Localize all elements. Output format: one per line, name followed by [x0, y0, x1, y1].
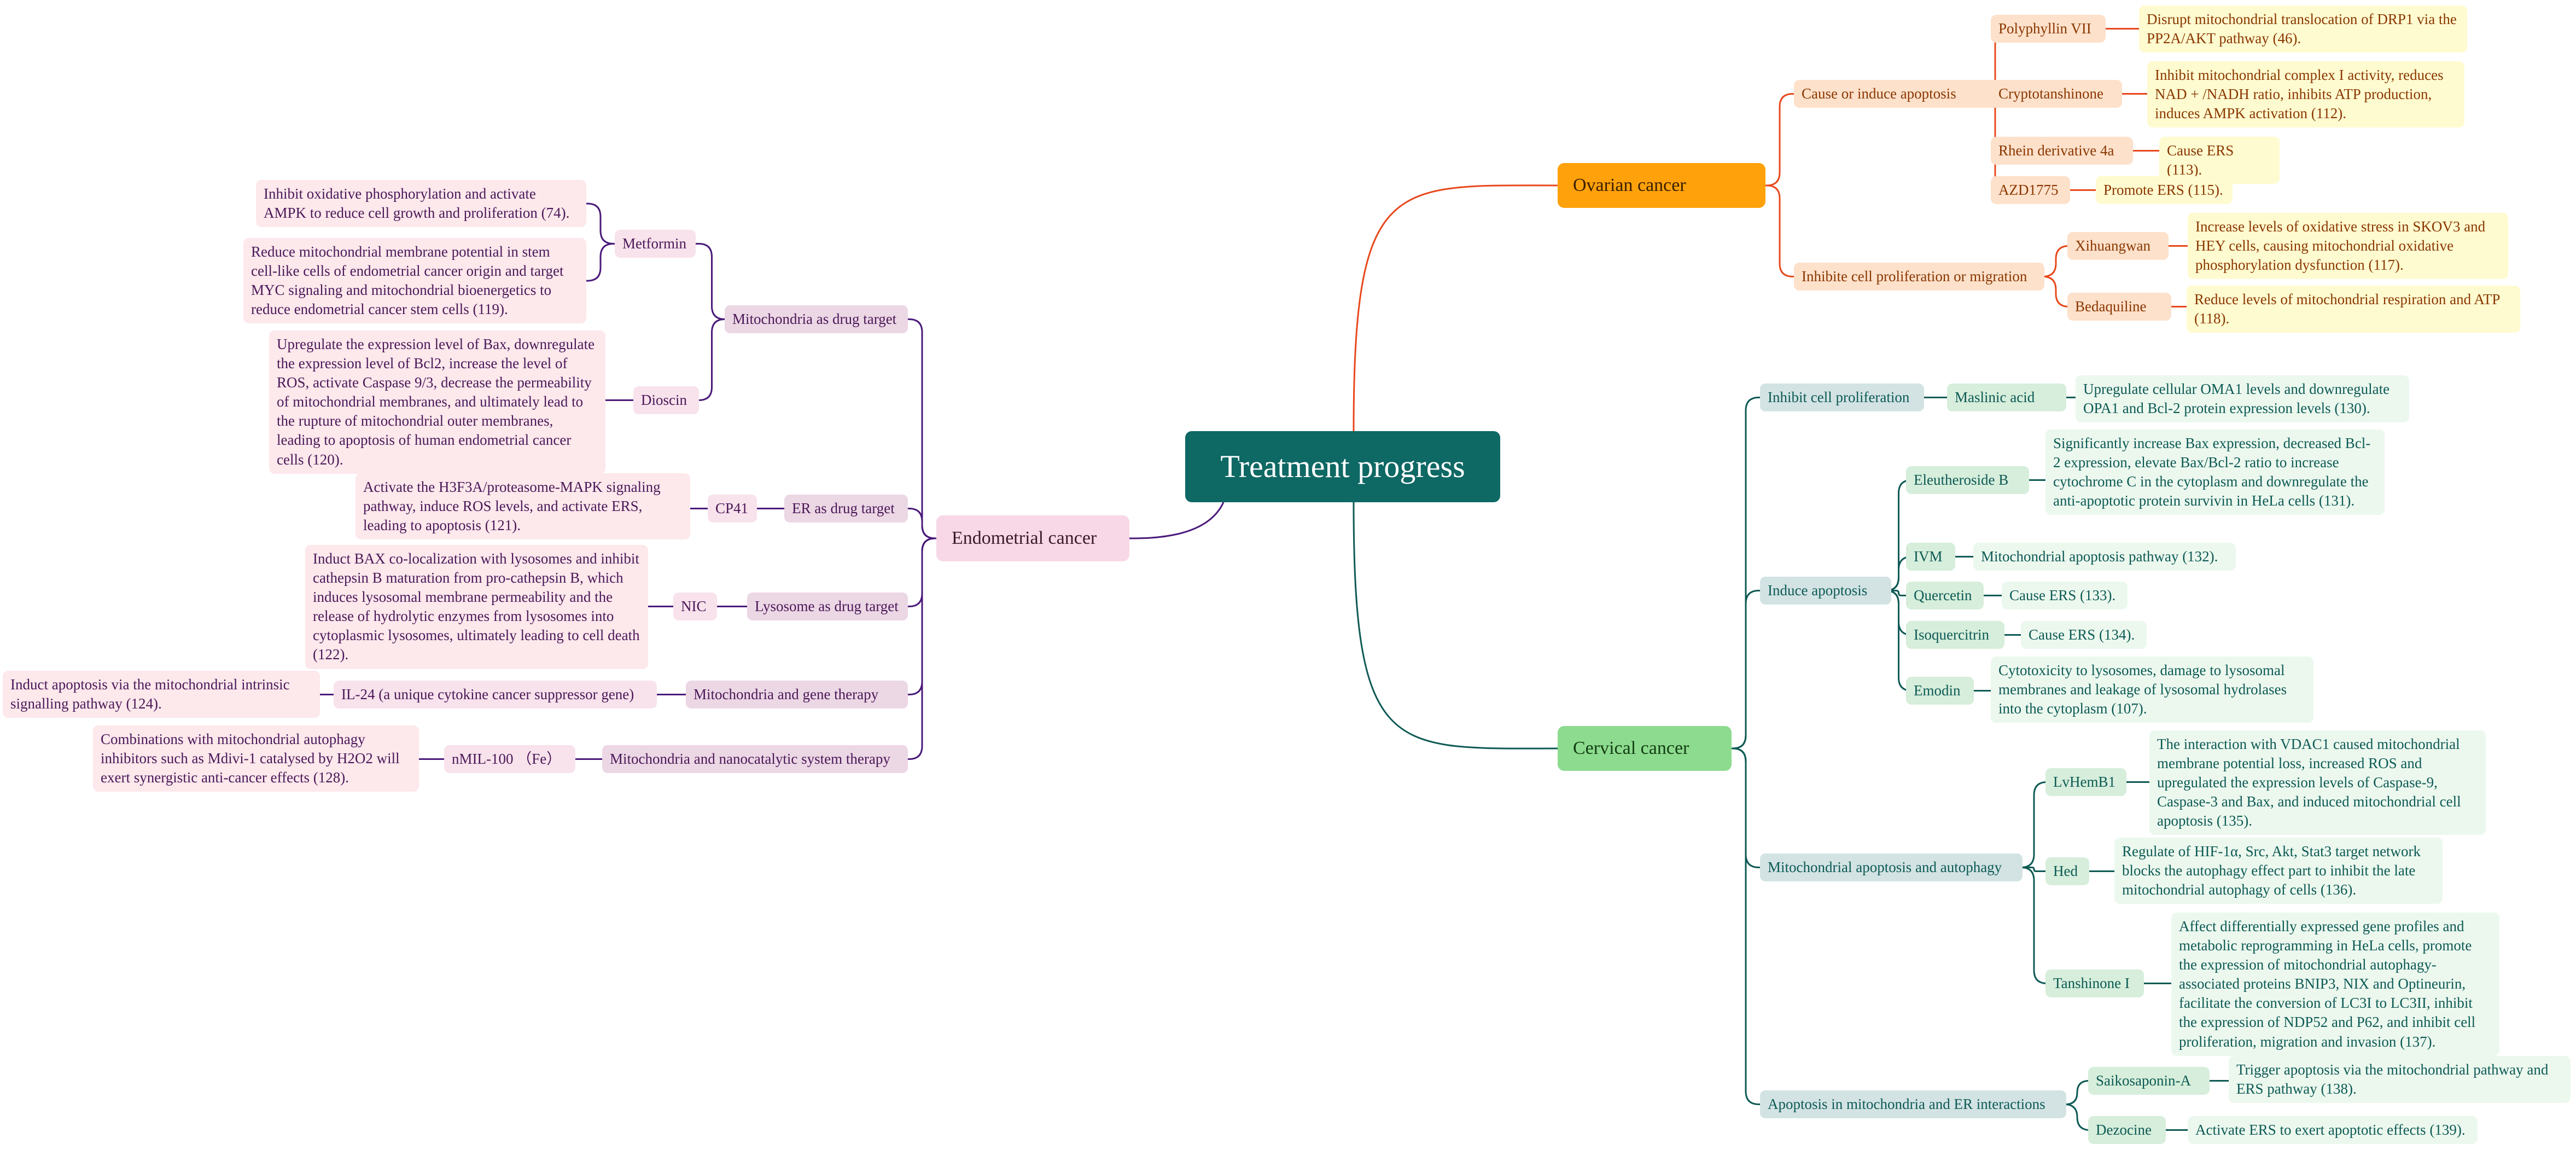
drug-cp41[interactable]: CP41	[708, 495, 757, 523]
effect-polyphyllin-vii: Disrupt mitochondrial translocation of D…	[2139, 5, 2467, 53]
effect-maslinic-acid: Upregulate cellular OMA1 levels and down…	[2076, 375, 2409, 423]
connector-9	[2042, 245, 2070, 278]
effect-nmil-100: Combinations with mitochondrial autophag…	[93, 725, 419, 792]
connector-18	[1732, 590, 1760, 750]
drug-nic[interactable]: NIC	[673, 593, 717, 621]
ovarian-branch-proliferation[interactable]: Inhibite cell proliferation or migration	[1794, 263, 2044, 291]
effect-nic: Induct BAX co-localization with lysosome…	[305, 545, 648, 669]
connector-50	[586, 202, 615, 245]
drug-emodin[interactable]: Emodin	[1906, 677, 1974, 705]
drug-dezocine[interactable]: Dezocine	[2088, 1116, 2166, 1145]
connector-48	[696, 243, 725, 321]
effect-metformin-1: Inhibit oxidative phosphorylation and ac…	[256, 180, 586, 228]
connector-3	[1765, 93, 1794, 187]
connector-30	[2065, 1080, 2089, 1106]
connector-29	[2020, 867, 2048, 985]
ovarian-branch-apoptosis[interactable]: Cause or induce apoptosis	[1794, 80, 2000, 108]
drug-saikosaponin-a[interactable]: Saikosaponin-A	[2088, 1067, 2210, 1095]
effect-hed: Regulate of HIF-1α, Src, Akt, Stat3 targ…	[2114, 838, 2443, 904]
cervical-branch-apoptosis[interactable]: Induce apoptosis	[1760, 577, 1891, 605]
cervical-cancer-node[interactable]: Cervical cancer	[1558, 726, 1732, 771]
connector-4	[1765, 184, 1794, 278]
connector-47	[908, 537, 936, 760]
effect-quercetin: Cause ERS (133).	[2002, 582, 2128, 610]
effect-dioscin: Upregulate the expression level of Bax, …	[269, 330, 605, 474]
endo-branch-gene-therapy[interactable]: Mitochondria and gene therapy	[686, 681, 908, 709]
endo-branch-er-target[interactable]: ER as drug target	[784, 495, 908, 523]
connector-49	[698, 318, 725, 402]
drug-lvhemb1[interactable]: LvHemB1	[2045, 768, 2126, 797]
drug-ivm[interactable]: IVM	[1906, 543, 1955, 571]
drug-quercetin[interactable]: Quercetin	[1906, 582, 1984, 610]
drug-xihuangwan[interactable]: Xihuangwan	[2067, 232, 2169, 260]
connector-31	[2064, 1103, 2090, 1131]
effect-cryptotanshinone: Inhibit mitochondrial complex I activity…	[2147, 61, 2464, 128]
connector-20	[1732, 747, 1760, 1106]
connector-44	[908, 508, 936, 539]
endo-branch-mitochondria-target[interactable]: Mitochondria as drug target	[725, 305, 908, 334]
drug-azd1775[interactable]: AZD1775	[1991, 176, 2070, 205]
drug-eleutheroside-b[interactable]: Eleutheroside B	[1906, 466, 2029, 495]
drug-isoquercitrin[interactable]: Isoquercitrin	[1906, 621, 2004, 649]
drug-bedaquiline[interactable]: Bedaquiline	[2067, 293, 2171, 321]
ovarian-cancer-node[interactable]: Ovarian cancer	[1558, 163, 1765, 208]
connector-43	[908, 318, 936, 539]
drug-maslinic-acid[interactable]: Maslinic acid	[1947, 384, 2066, 412]
effect-bedaquiline: Reduce levels of mitochondrial respirati…	[2187, 286, 2520, 333]
effect-ivm: Mitochondrial apoptosis pathway (132).	[1973, 543, 2236, 571]
connector-27	[2020, 781, 2048, 869]
effect-tanshinone-i: Affect differentially expressed gene pro…	[2171, 913, 2499, 1056]
effect-rhein-derivative-4a: Cause ERS (113).	[2159, 137, 2280, 184]
effect-emodin: Cytotoxicity to lysosomes, damage to lys…	[1991, 657, 2313, 723]
endo-branch-lysosome-target[interactable]: Lysosome as drug target	[747, 593, 908, 621]
connector-51	[586, 243, 615, 282]
drug-metformin[interactable]: Metformin	[615, 230, 696, 258]
connector-24	[1891, 590, 1906, 597]
effect-isoquercitrin: Cause ERS (134).	[2021, 621, 2147, 649]
drug-polyphyllin-vii[interactable]: Polyphyllin VII	[1991, 15, 2106, 43]
effect-lvhemb1: The interaction with VDAC1 caused mitoch…	[2149, 730, 2486, 835]
effect-azd1775: Promote ERS (115).	[2096, 176, 2233, 205]
cervical-branch-autophagy[interactable]: Mitochondrial apoptosis and autophagy	[1760, 853, 2023, 882]
effect-xihuangwan: Increase levels of oxidative stress in S…	[2188, 213, 2508, 280]
effect-il-24: Induct apoptosis via the mitochondrial i…	[3, 671, 320, 718]
drug-cryptotanshinone[interactable]: Cryptotanshinone	[1991, 80, 2122, 108]
drug-il-24[interactable]: IL-24 (a unique cytokine cancer suppress…	[334, 681, 657, 709]
effect-saikosaponin-a: Trigger apoptosis via the mitochondrial …	[2229, 1056, 2571, 1103]
connector-10	[2042, 276, 2070, 308]
endo-branch-nanocatalytic[interactable]: Mitochondria and nanocatalytic system th…	[602, 745, 908, 774]
connector-2	[1129, 502, 1225, 539]
effect-dezocine: Activate ERS to exert apoptotic effects …	[2188, 1116, 2478, 1145]
drug-hed[interactable]: Hed	[2045, 857, 2089, 886]
cervical-branch-er-interactions[interactable]: Apoptosis in mitochondria and ER interac…	[1760, 1090, 2066, 1119]
connector-0	[1353, 184, 1558, 432]
root-node[interactable]: Treatment progress	[1185, 431, 1500, 502]
drug-rhein-derivative-4a[interactable]: Rhein derivative 4a	[1991, 137, 2133, 165]
connector-1	[1353, 502, 1558, 750]
connector-28	[2023, 867, 2045, 873]
cervical-branch-proliferation[interactable]: Inhibit cell proliferation	[1760, 384, 1924, 412]
drug-tanshinone-i[interactable]: Tanshinone I	[2045, 969, 2144, 998]
drug-dioscin[interactable]: Dioscin	[633, 386, 699, 415]
drug-nmil-100[interactable]: nMIL-100 （Fe）	[444, 745, 575, 774]
effect-cp41: Activate the H3F3A/proteasome-MAPK signa…	[355, 473, 690, 540]
effect-metformin-2: Reduce mitochondrial membrane potential …	[243, 238, 586, 324]
effect-eleutheroside-b: Significantly increase Bax expression, d…	[2045, 429, 2385, 515]
endometrial-cancer-node[interactable]: Endometrial cancer	[936, 515, 1129, 561]
